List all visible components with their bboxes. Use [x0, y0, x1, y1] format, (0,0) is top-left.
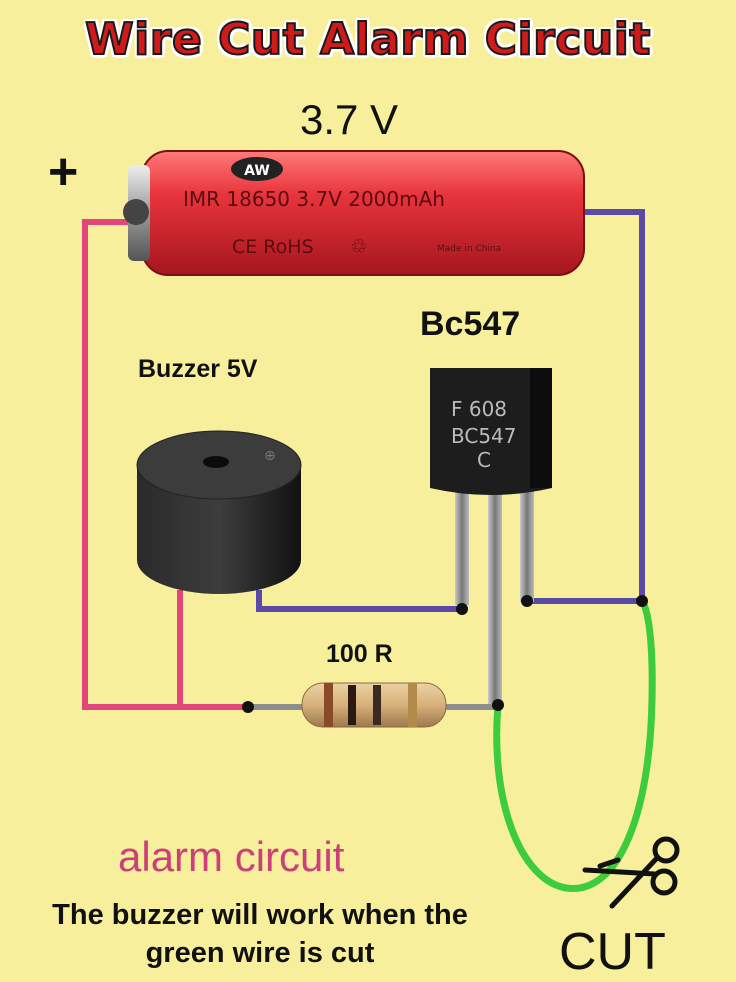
cut-label: CUT — [559, 923, 666, 981]
wire-positive — [82, 219, 248, 710]
junction-dot — [521, 595, 533, 607]
transistor-leg-collector — [455, 480, 469, 605]
positive-terminal-symbol: + — [48, 143, 79, 201]
battery-made-in: Made in China — [437, 244, 501, 254]
caption-line-2: green wire is cut — [145, 937, 375, 969]
buzzer: ⊕ — [136, 430, 302, 594]
transistor-marking-2: BC547 — [451, 424, 517, 448]
brand-logo — [231, 157, 283, 181]
svg-text:⊕: ⊕ — [264, 448, 276, 464]
transistor-marking-1: F 608 — [451, 397, 507, 421]
transistor-leg-emitter — [520, 480, 534, 602]
recycle-icon: ♲ — [350, 236, 367, 258]
resistor — [248, 682, 498, 728]
scissors-icon — [582, 836, 680, 909]
battery-voltage-label: 3.7 V — [300, 96, 399, 143]
junction-dot — [492, 699, 504, 711]
resistor-label: 100 R — [326, 640, 393, 668]
transistor-marking-3: C — [477, 448, 491, 472]
transistor-label: Bc547 — [420, 305, 521, 343]
buzzer-label: Buzzer 5V — [138, 355, 258, 383]
caption-heading: alarm circuit — [118, 833, 345, 880]
transistor-leg-base — [488, 480, 502, 705]
transistor: F 608 BC547 C — [430, 368, 552, 705]
caption-note: The buzzer will work when the green wire… — [0, 896, 520, 972]
wire-green-sense — [493, 598, 656, 892]
junction-dot — [456, 603, 468, 615]
battery-marks: CE RoHS — [232, 236, 314, 258]
junction-dot — [636, 595, 648, 607]
wire-buzzer-collector — [256, 590, 462, 612]
junction-dot — [242, 701, 254, 713]
caption-line-1: The buzzer will work when the — [52, 899, 468, 931]
battery: AW IMR 18650 3.7V 2000mAh CE RoHS ♲ Made… — [123, 150, 585, 276]
battery-brand: AW — [244, 163, 270, 179]
diagram-title: Wire Cut Alarm Circuit — [84, 13, 651, 66]
battery-print-line: IMR 18650 3.7V 2000mAh — [183, 187, 445, 211]
wire-battery-negative — [582, 209, 645, 600]
